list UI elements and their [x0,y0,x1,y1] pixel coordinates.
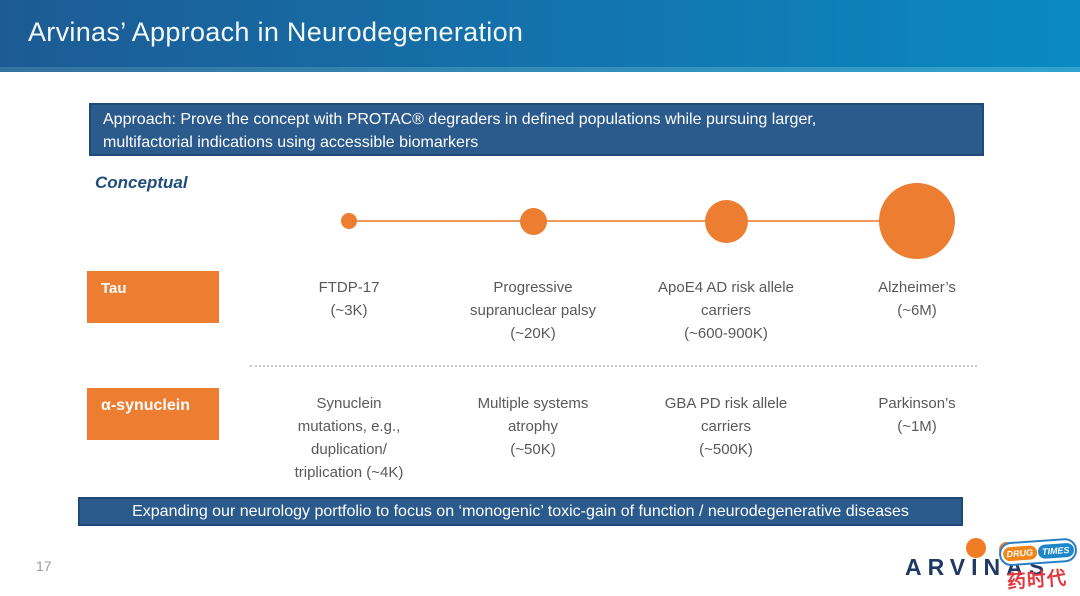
row-label-tau: Tau [87,271,219,323]
approach-line-1: Approach: Prove the concept with PROTAC®… [103,111,817,128]
header-bar: Arvinas’ Approach in Neurodegeneration [0,0,1080,72]
drugtimes-watermark: DRUG TIMES 药时代 [998,537,1080,594]
watermark-drug-label: DRUG [1002,545,1038,562]
conceptual-label: Conceptual [95,173,188,192]
watermark-chinese-label: 药时代 [1006,568,1068,594]
approach-statement-box: Approach: Prove the concept with PROTAC®… [89,103,984,156]
synuclein-cell-parkinsons: Parkinson’s (~1M) [878,395,956,435]
row-separator [250,365,977,367]
synuclein-cell-msa: Multiple systems atrophy (~50K) [477,395,589,458]
timeline-line [349,220,917,222]
population-bubble-1 [341,213,357,229]
slide-title: Arvinas’ Approach in Neurodegeneration [28,16,524,47]
tau-cell-apoe4: ApoE4 AD risk allele carriers (~600-900K… [658,279,794,342]
synuclein-cell-gba: GBA PD risk allele carriers (~500K) [664,395,788,458]
summary-banner: Expanding our neurology portfolio to foc… [78,497,963,526]
page-number: 17 [36,558,52,574]
synuclein-cell-mutations: Synuclein mutations, e.g., duplication/ … [294,395,404,481]
logo-dot-icon [966,538,986,558]
population-bubble-4 [879,183,955,259]
tau-cell-ftdp17: FTDP-17 (~3K) [318,279,380,319]
watermark-times-label: TIMES [1037,542,1074,560]
row-label-alpha-synuclein: α-synuclein [87,388,219,440]
population-bubble-3 [704,199,748,243]
tau-cell-psp: Progressive supranuclear palsy (~20K) [470,279,596,342]
approach-line-2: multifactorial indications using accessi… [103,134,479,151]
tau-cell-alzheimers: Alzheimer’s (~6M) [878,279,956,319]
population-bubble-2 [519,207,547,235]
